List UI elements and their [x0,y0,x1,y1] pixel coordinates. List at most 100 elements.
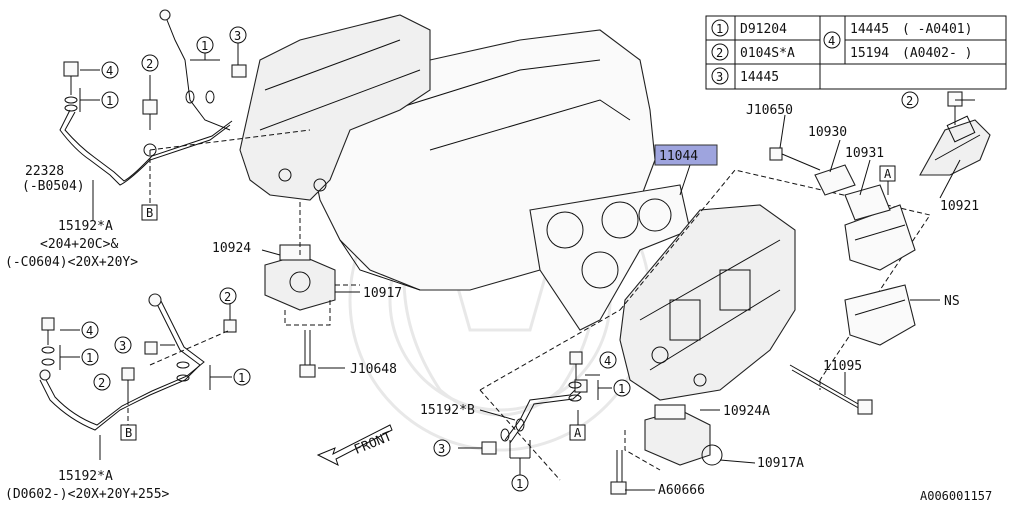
left-cylinder-head [239,14,431,201]
part-label-15192A-top-line2: <204+20C>& [40,237,118,252]
front-arrow: FRONT [316,424,394,466]
bolt-callout-2-top [142,99,158,130]
svg-text:2: 2 [716,46,723,60]
part-label-10924A[interactable]: 10924A [723,404,770,419]
callout-circle-4-top[interactable]: 4 [101,61,119,79]
ref-square-A-right: A [879,165,896,182]
svg-text:1: 1 [516,477,523,491]
bolt-callout-2-right [947,91,963,125]
svg-text:A: A [884,167,892,181]
bolt-callout-3-bottom [481,441,497,455]
callout-circle-1-bottom[interactable]: 1 [511,474,529,492]
callout-circle-1-left[interactable]: 1 [81,348,99,366]
callout-circle-2-left[interactable]: 2 [93,373,111,391]
part-label-22328[interactable]: 22328 [25,164,64,179]
legend-row-1[interactable]: 1 D91204 [711,19,787,37]
bolt-callout-2-left [121,367,135,400]
svg-text:1: 1 [86,351,93,365]
svg-text:2: 2 [98,376,105,390]
svg-text:1: 1 [618,382,625,396]
part-label-15192A-bottom-line2: (D0602-)<20X+20Y+255> [5,487,170,502]
legend-table: 1 D91204 2 0104S*A 3 14445 4 14445 ( -A0… [705,15,1007,90]
part-label-J10650[interactable]: J10650 [746,103,793,118]
diagram-id: A006001157 [920,489,992,503]
callout-circle-1-top[interactable]: 1 [101,91,119,109]
callout-circle-4-center[interactable]: 4 [599,351,617,369]
legend-row-4-group[interactable]: 4 14445 ( -A0401) 15194 (A0402- ) [823,22,972,61]
callout-circle-1-top-pipe[interactable]: 1 [196,36,214,54]
legend-row-3[interactable]: 3 14445 [711,67,779,85]
legend-row-2[interactable]: 2 0104S*A [711,43,795,61]
legend-code-2: 0104S*A [740,46,795,61]
part-label-10921[interactable]: 10921 [940,199,979,214]
ref-square-B-bottom: B [120,424,137,441]
part-label-22328-range: (-B0504) [22,179,85,194]
callout-circle-2-top[interactable]: 2 [141,54,159,72]
svg-text:4: 4 [106,64,113,78]
svg-text:2: 2 [146,57,153,71]
bolt-callout-4-top [63,61,79,95]
part-label-11095[interactable]: 11095 [823,359,862,374]
oil-pipe-15192A-bottom [39,293,205,431]
ocv-block-10917A [644,404,723,466]
part-label-11044[interactable]: 11044 [654,144,718,166]
washers-callout-1 [41,90,582,442]
part-label-A60666[interactable]: A60666 [658,483,705,498]
part-label-10924[interactable]: 10924 [212,241,251,256]
callout-circle-3-top[interactable]: 3 [229,26,247,44]
svg-text:11044: 11044 [659,149,698,164]
bolt-11095 [789,364,873,415]
head-gasket-11044 [529,184,691,331]
bolt-callout-3-top [231,64,247,78]
svg-text:1: 1 [238,371,245,385]
svg-text:2: 2 [906,94,913,108]
ref-square-A-center: A [569,424,586,441]
legend-group-range-1: ( -A0401) [902,22,972,37]
svg-text:4: 4 [604,354,611,368]
bolt-callout-2-lower [223,319,237,333]
svg-text:4: 4 [828,34,835,48]
oil-pipe-22328 [59,9,233,186]
bolt-callout-4-center [569,351,583,380]
legend-group-range-2: (A0402- ) [902,46,972,61]
gasket-10931 [844,184,891,221]
part-label-10917A[interactable]: 10917A [757,456,804,471]
callout-circle-1-center[interactable]: 1 [613,379,631,397]
svg-text:A: A [574,426,582,440]
part-label-10930[interactable]: 10930 [808,125,847,140]
callout-circle-2-lower[interactable]: 2 [219,287,237,305]
svg-text:4: 4 [86,324,93,338]
right-cylinder-head [619,204,796,401]
svg-text:3: 3 [234,29,241,43]
bolt-J10648 [299,330,316,378]
svg-text:3: 3 [438,442,445,456]
callout-circle-4-left[interactable]: 4 [81,321,99,339]
camshaft-caps [844,204,916,346]
svg-text:1: 1 [201,39,208,53]
part-label-15192A-top[interactable]: 15192*A [58,219,113,234]
legend-code-3: 14445 [740,70,779,85]
svg-text:1: 1 [716,22,723,36]
part-label-10917[interactable]: 10917 [363,286,402,301]
part-label-15192B[interactable]: 15192*B [420,403,475,418]
bolt-callout-4-left [41,317,55,345]
part-label-J10648[interactable]: J10648 [350,362,397,377]
callout-circle-3-bottom[interactable]: 3 [433,439,451,457]
part-label-NS[interactable]: NS [944,294,960,309]
svg-text:2: 2 [224,290,231,304]
svg-text:3: 3 [119,339,126,353]
callout-circle-1-right[interactable]: 1 [233,368,251,386]
callout-circle-3-left[interactable]: 3 [114,336,132,354]
part-label-15192A-top-line3: (-C0604)<20X+20Y> [5,255,138,270]
part-label-15192A-bottom[interactable]: 15192*A [58,469,113,484]
svg-text:3: 3 [716,70,723,84]
svg-text:1: 1 [106,94,113,108]
svg-text:B: B [146,206,153,220]
callout-circle-2-right[interactable]: 2 [901,91,919,109]
part-label-10931[interactable]: 10931 [845,146,884,161]
svg-text:B: B [125,426,132,440]
oil-control-solenoid [919,115,991,176]
bolt-J10650 [769,147,821,171]
bolt-callout-3-left [144,341,158,355]
